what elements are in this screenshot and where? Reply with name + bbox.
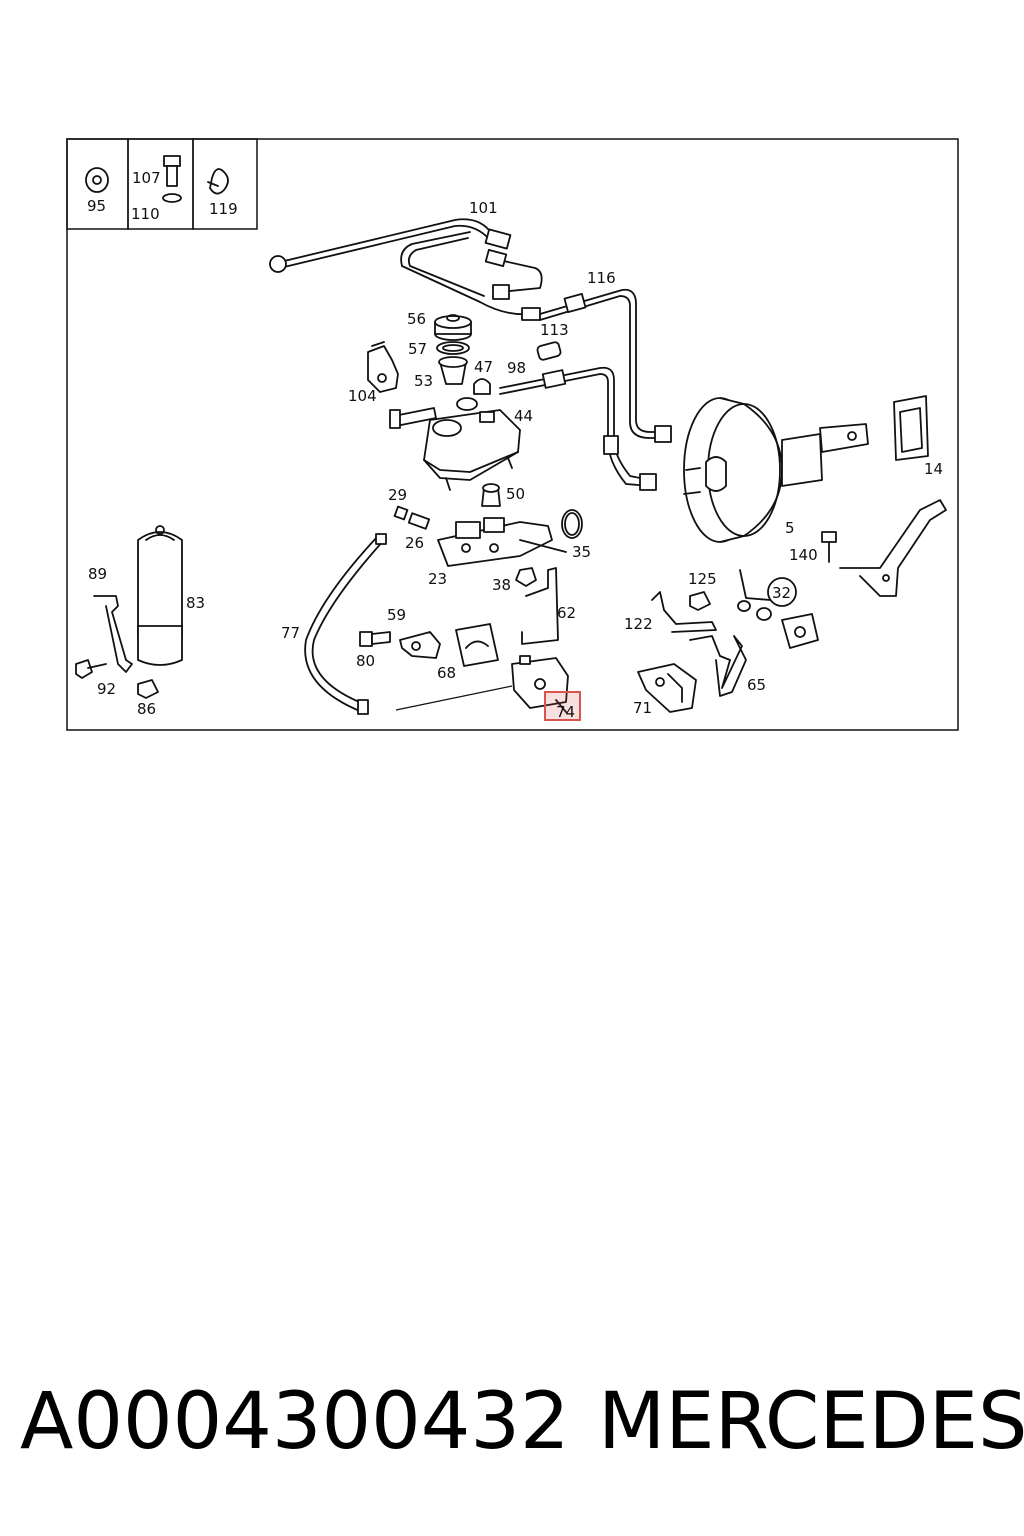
callout-140: 140 — [789, 546, 818, 564]
plug-50 — [481, 483, 501, 507]
legend-label-110: 110 — [131, 205, 160, 223]
plug-47 — [473, 378, 491, 395]
fitting-29 — [393, 505, 409, 521]
brake-booster-5 — [683, 397, 869, 543]
callout-29: 29 — [388, 486, 407, 504]
bracket-62 — [521, 567, 559, 645]
reservoir-cap-56 — [434, 314, 472, 341]
callout-77: 77 — [281, 624, 300, 642]
callout-89: 89 — [88, 565, 107, 583]
callout-38: 38 — [492, 576, 511, 594]
callout-62: 62 — [557, 604, 576, 622]
legend-cell-119 — [192, 138, 258, 230]
callout-65: 65 — [747, 676, 766, 694]
legend-label-119: 119 — [209, 200, 238, 218]
bracket-104 — [367, 341, 399, 393]
sleeve-113 — [536, 341, 562, 361]
hose-77 — [304, 533, 513, 715]
bracket-65 — [689, 635, 747, 697]
callout-23: 23 — [428, 570, 447, 588]
bolt-80 — [359, 631, 391, 647]
diagram-frame — [66, 138, 959, 731]
bolt-92 — [75, 659, 107, 679]
grommet-95-icon — [85, 167, 109, 193]
part-number: A0004300432 — [20, 1377, 570, 1467]
callout-71: 71 — [633, 699, 652, 717]
bracket-89 — [93, 595, 133, 673]
brake-system-parts-diagram: 95 107 110 119 101 116 113 56 57 47 98 5… — [66, 138, 959, 731]
clip-59 — [399, 631, 441, 659]
banjo-bolt-107-icon — [162, 155, 182, 203]
filter-53 — [438, 356, 468, 385]
callout-104: 104 — [348, 387, 377, 405]
master-cylinder-23 — [437, 517, 567, 567]
brand-name: MERCEDES — [598, 1377, 1024, 1467]
legend-label-107: 107 — [132, 169, 161, 187]
valve-unit-74 — [511, 655, 569, 713]
nut-38 — [515, 567, 537, 587]
callout-32: 32 — [772, 584, 791, 602]
callout-26: 26 — [405, 534, 424, 552]
callout-83: 83 — [186, 594, 205, 612]
legend-table — [66, 138, 258, 230]
callout-35: 35 — [572, 543, 591, 561]
sensor-32 — [737, 569, 819, 649]
callout-56: 56 — [407, 310, 426, 328]
callout-53: 53 — [414, 372, 433, 390]
callout-47: 47 — [474, 358, 493, 376]
seal-57 — [436, 341, 470, 355]
callout-14: 14 — [924, 460, 943, 478]
callout-125: 125 — [688, 570, 717, 588]
bracket-122 — [651, 591, 717, 633]
brake-line-116 — [539, 288, 672, 443]
o-ring-35 — [561, 509, 583, 539]
highlight-box-74 — [544, 691, 581, 721]
callout-59: 59 — [387, 606, 406, 624]
callout-68: 68 — [437, 664, 456, 682]
nut-125 — [689, 591, 711, 611]
callout-116: 116 — [587, 269, 616, 287]
bracket-right — [839, 499, 947, 597]
legend-label-95: 95 — [87, 197, 106, 215]
callout-74: 74 — [556, 703, 575, 721]
bolt-44a — [389, 407, 437, 429]
callout-92: 92 — [97, 680, 116, 698]
hose-clamp-119-icon — [207, 168, 229, 195]
callout-101: 101 — [469, 199, 498, 217]
callout-80: 80 — [356, 652, 375, 670]
callout-labels: 95 107 110 119 101 116 113 56 57 47 98 5… — [87, 169, 943, 721]
callout-113: 113 — [540, 321, 569, 339]
callout-5: 5 — [785, 519, 795, 537]
nut-86 — [137, 679, 159, 699]
reservoir-44 — [423, 397, 521, 491]
callout-57: 57 — [408, 340, 427, 358]
switch-71 — [637, 663, 697, 713]
fitting-26 — [407, 512, 431, 530]
callout-44: 44 — [514, 407, 533, 425]
callout-98: 98 — [507, 359, 526, 377]
gasket-14 — [893, 395, 929, 461]
bracket-68 — [455, 623, 499, 667]
brake-line-98 — [499, 366, 657, 491]
callout-50: 50 — [506, 485, 525, 503]
bolt-140 — [821, 531, 837, 563]
callout-86: 86 — [137, 700, 156, 718]
callout-122: 122 — [624, 615, 653, 633]
brake-line-101 — [269, 218, 543, 321]
accumulator-83 — [137, 525, 183, 666]
